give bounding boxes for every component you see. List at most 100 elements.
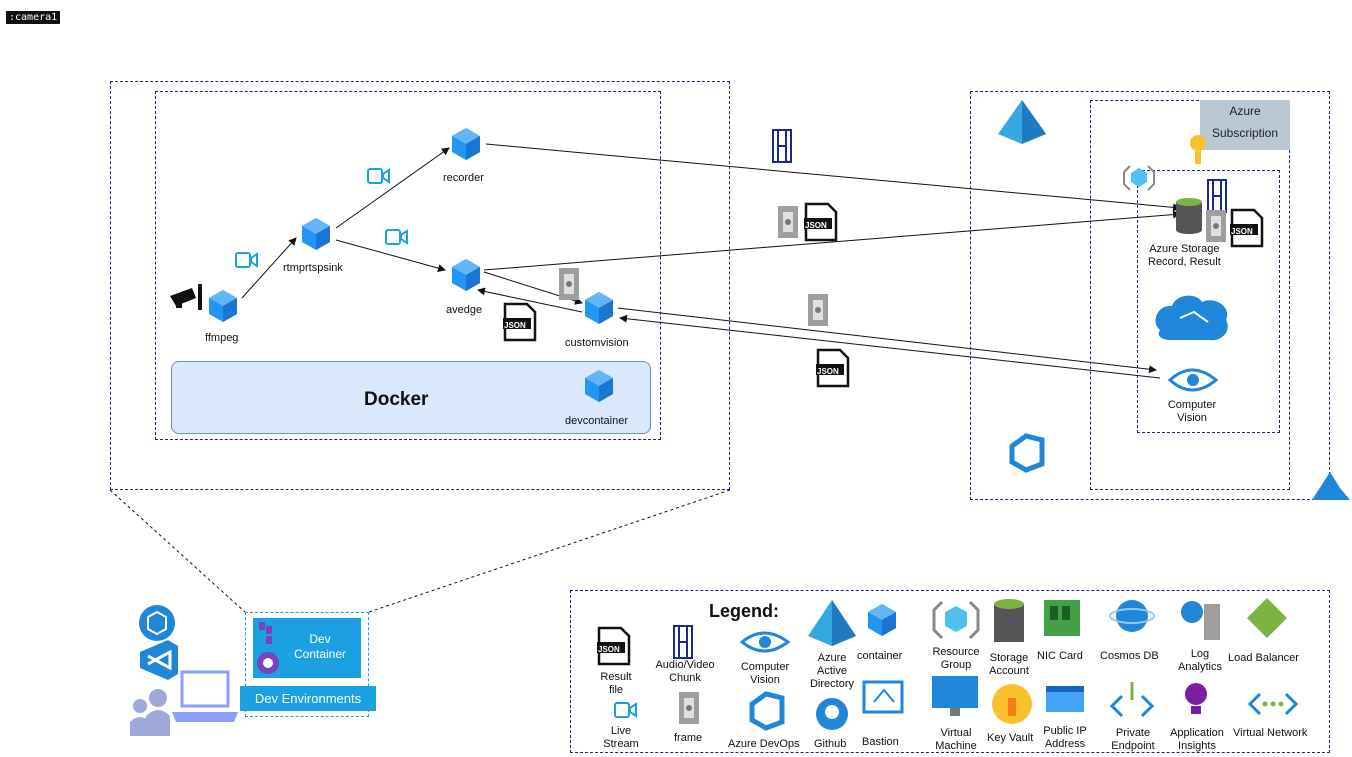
legend-line: Storage [989, 652, 1029, 664]
legend-line: file [608, 684, 624, 696]
users-icon [130, 689, 170, 736]
customvision-label: customvision [565, 337, 629, 349]
inner-dev-box [155, 91, 661, 440]
legend-private-endpoint-icon [1109, 682, 1155, 718]
legend-line: Insights [1178, 740, 1216, 752]
legend-line: Chunk [669, 672, 701, 684]
av-chunk-icon [772, 129, 792, 163]
legend-label: frame [674, 732, 703, 744]
legend-line: Directory [809, 678, 854, 690]
legend-load-balancer-icon [1247, 598, 1287, 638]
rtmp-cube-icon [302, 218, 330, 250]
legend-line: Private [1115, 727, 1151, 739]
arrow-ffmpeg-rtmp [241, 237, 297, 299]
legend-line: Resource [932, 646, 980, 658]
legend-line: Log [1190, 648, 1210, 660]
security-camera-icon [170, 284, 202, 310]
visual-studio-icon [140, 640, 178, 680]
devcontainer-label: devcontainer [565, 415, 628, 427]
json-badge: JSON [817, 367, 839, 376]
legend-line: Public IP [1043, 725, 1087, 737]
legend-label: Resource Group [928, 646, 984, 672]
legend-label: Key Vault [987, 732, 1034, 744]
azure-devops-icon [1009, 433, 1045, 473]
legend-line: Computer [740, 661, 790, 673]
legend-label: Result file [596, 671, 636, 697]
dev-environments-label: Dev Environments [240, 686, 376, 711]
legend-line: Address [1044, 738, 1086, 750]
key-vault-icon [1190, 135, 1206, 164]
terraform-icon [259, 622, 272, 644]
legend-public-ip-icon [1046, 686, 1084, 712]
legend-line: Application [1170, 727, 1224, 739]
legend-nic-card-icon [1044, 600, 1080, 636]
resource-group-box [1137, 170, 1280, 433]
legend-label: Log Analytics [1172, 648, 1228, 674]
live-stream-icon [385, 229, 408, 245]
live-stream-icon [235, 252, 258, 268]
legend-label: NIC Card [1037, 650, 1083, 662]
legend-av-chunk-icon [673, 625, 693, 659]
dev-container-line1: Dev [309, 632, 331, 646]
arrow-customvision-cv [617, 307, 1157, 374]
legend-app-insights-icon [1185, 683, 1207, 714]
legend-line: Virtual [940, 727, 972, 739]
legend-line: Account [989, 665, 1029, 677]
legend-virtual-machine-icon [932, 676, 978, 716]
docker-title: Docker [364, 389, 429, 410]
legend-azure-devops-icon [749, 691, 785, 731]
legend-label: Azure Active Directory [806, 652, 858, 691]
legend-line: Azure [817, 652, 847, 664]
arrow-rtmp-recorder [335, 147, 450, 229]
legend-label: Audio/Video Chunk [652, 659, 718, 685]
camera-tag: :camera1 [6, 11, 61, 24]
dev-container-label: Dev Container [283, 632, 357, 662]
storage-line2: Record, Result [1148, 256, 1221, 268]
storage-line1: Azure Storage [1149, 243, 1220, 255]
legend-title: Legend: [709, 601, 779, 621]
subscription-line2: Subscription [1211, 126, 1279, 140]
dev-env-box [245, 612, 369, 717]
zoom-connector-right [368, 489, 731, 613]
json-badge: JSON [805, 221, 827, 230]
legend-line: Machine [935, 740, 977, 752]
frame-icon [778, 206, 798, 238]
legend-log-analytics-icon [1181, 601, 1220, 640]
legend-line: Stream [603, 738, 639, 750]
legend-line: Endpoint [1111, 740, 1155, 752]
dev-container-line2: Container [293, 647, 347, 661]
legend-line: Result [600, 671, 632, 683]
storage-label: Azure Storage Record, Result [1148, 243, 1221, 269]
ffmpeg-cube-icon [209, 290, 237, 322]
legend-frame-icon [679, 692, 699, 724]
legend-virtual-network-icon [1247, 692, 1299, 716]
outer-dev-box [110, 81, 730, 490]
subscription-box [1090, 100, 1290, 490]
json-badge: JSON [504, 321, 526, 330]
devcontainer-cube-icon [585, 370, 613, 402]
azure-outer-box [970, 91, 1330, 500]
arrow-recorder-storage [485, 143, 1181, 212]
azure-active-directory-icon [998, 100, 1046, 144]
legend-label: Github [814, 738, 847, 750]
legend-label: Azure DevOps [728, 738, 800, 750]
json-badge: JSON [1231, 227, 1253, 236]
legend-label: Cosmos DB [1100, 650, 1159, 662]
legend-label: Public IP Address [1040, 725, 1090, 751]
legend-line: Vision [750, 674, 780, 686]
zoom-connector-left [109, 489, 246, 613]
laptop-icon [172, 670, 238, 722]
legend-label: Application Insights [1166, 727, 1228, 753]
subscription-label: Azure Subscription [1200, 100, 1290, 150]
cv-line2: Vision [1177, 412, 1207, 424]
arrow-cv-customvision [619, 314, 1161, 379]
legend-label: Private Endpoint [1108, 727, 1158, 753]
legend-box [570, 590, 1330, 753]
legend-key-vault-icon [992, 684, 1032, 724]
avedge-cube-icon [452, 259, 480, 291]
legend-resource-group-icon [932, 600, 980, 640]
frame-icon [1206, 210, 1226, 242]
cognitive-services-icon [1155, 295, 1228, 341]
avedge-label: avedge [446, 304, 483, 316]
